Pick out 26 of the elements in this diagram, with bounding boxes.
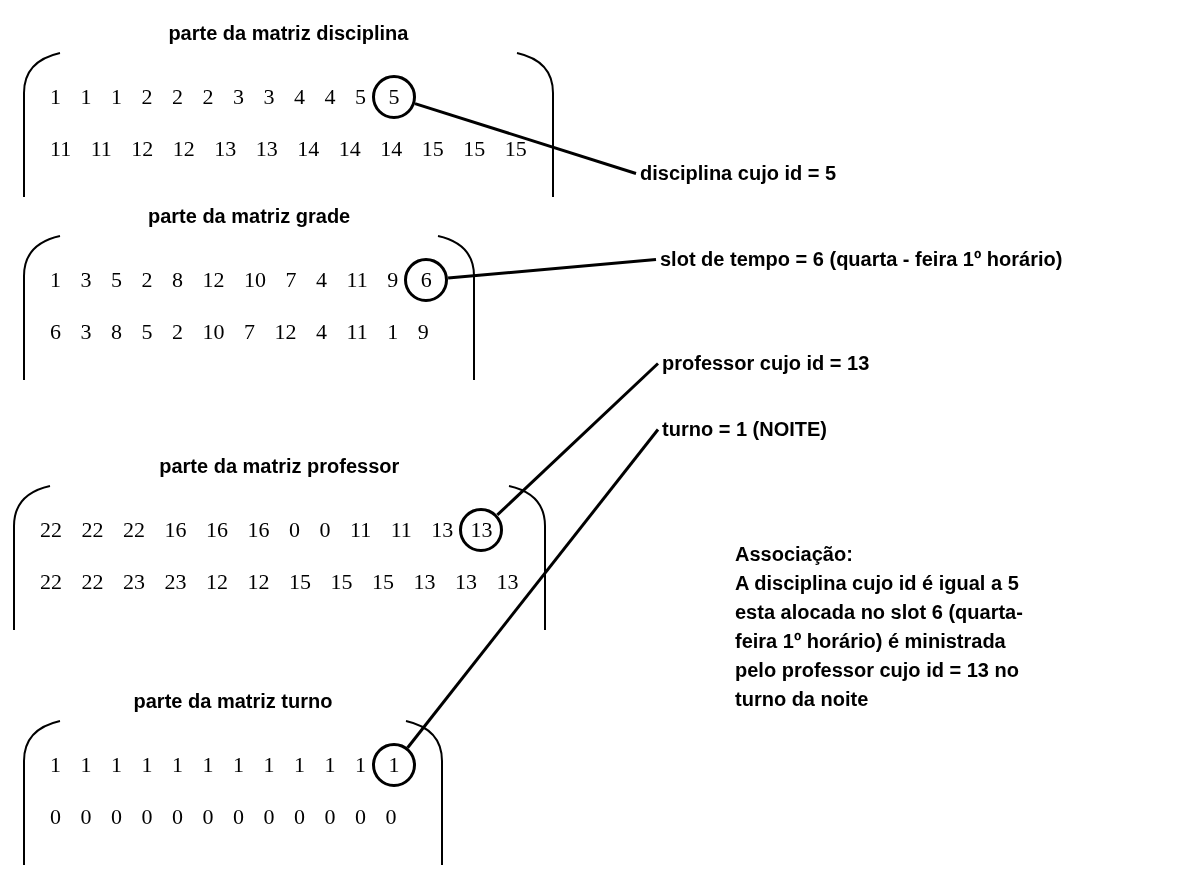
leader-line: [414, 102, 637, 175]
note-text: A disciplina cujo id é igual a 5 esta alocada no slot 6 (quarta-feira 1º horário) é ministrada pelo professor cujo id = 13 no turno da noite: [735, 571, 1024, 712]
matrix-row: 1 1 1 1 1 1 1 1 1 1 1: [50, 752, 366, 778]
circled-value: 6: [404, 258, 449, 302]
matrix-row: 1 3 5 2 8 12 10 7 4 11 9: [50, 267, 399, 293]
matrix-row: 6 3 8 5 2 10 7 12 4 11 1 9: [50, 319, 429, 345]
matrix-row: 11 11 12 12 13 13 14 14 14 15 15 15: [50, 136, 527, 162]
note-heading: Associação:: [735, 542, 854, 567]
leader-line: [406, 428, 660, 749]
matrix-title: parte da matriz professor: [158, 455, 401, 478]
matrix-row: 22 22 23 23 12 12 15 15 15 13 13 13: [40, 569, 519, 595]
callout-text: slot de tempo = 6 (quarta - feira 1º horário): [660, 248, 1063, 271]
matrix-title: parte da matriz disciplina: [167, 22, 410, 45]
circled-value: 13: [459, 508, 504, 552]
matrix-title: parte da matriz turno: [132, 690, 334, 713]
matrix-row: 1 1 1 2 2 2 3 3 4 4 5: [50, 84, 366, 110]
matrix-row: 22 22 22 16 16 16 0 0 11 11 13: [40, 517, 454, 543]
leader-line: [447, 258, 657, 280]
circled-value: 1: [372, 743, 416, 787]
matrix-title: parte da matriz grade: [146, 205, 352, 228]
leader-line: [496, 362, 660, 516]
circled-value: 5: [372, 75, 416, 119]
matrix-row: 0 0 0 0 0 0 0 0 0 0 0 0: [50, 804, 397, 830]
callout-text: professor cujo id = 13: [662, 352, 870, 375]
callout-text: disciplina cujo id = 5: [640, 162, 837, 185]
callout-text: turno = 1 (NOITE): [662, 418, 827, 441]
